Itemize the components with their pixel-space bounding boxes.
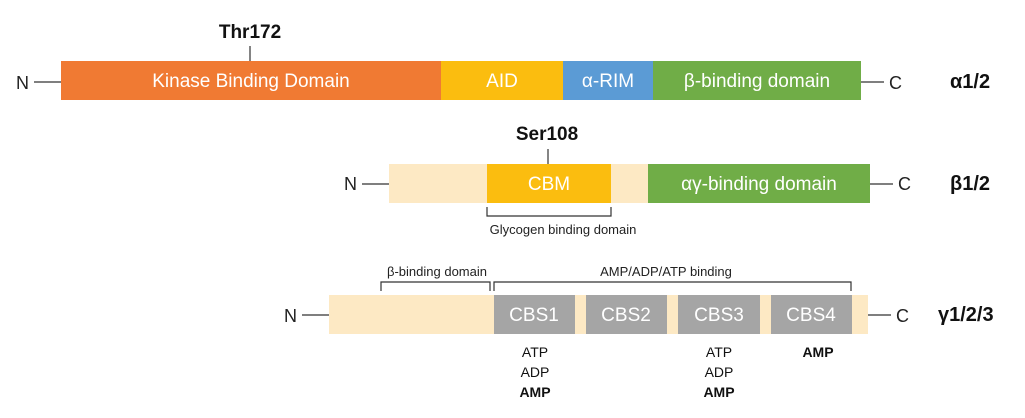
alpha-aid-domain — [441, 61, 563, 100]
gamma-beta-binding-bracket — [380, 281, 491, 291]
beta-glycogen-bracket — [486, 207, 612, 217]
gamma-cbs1-domain — [494, 295, 575, 334]
alpha-kinase-label: Kinase Binding Domain — [152, 71, 350, 92]
gamma-beta-binding-label: β-binding domain — [387, 264, 487, 279]
gamma-cbs4-label: CBS4 — [786, 305, 836, 326]
gamma-cbs2-domain — [586, 295, 667, 334]
beta-ag-binding-domain — [648, 164, 870, 203]
gamma-subunit-label: γ1/2/3 — [938, 304, 994, 326]
gamma-cbs1-label: CBS1 — [509, 305, 559, 326]
alpha-thr172-label: Thr172 — [219, 22, 281, 43]
alpha-c-terminus: C — [889, 73, 902, 93]
beta-linker-region — [611, 164, 648, 203]
alpha-rim-label: α-RIM — [582, 71, 634, 92]
alpha-subunit-label: α1/2 — [950, 71, 990, 93]
gamma-nucleotide-label: AMP/ADP/ATP binding — [600, 264, 732, 279]
beta-subunit-label: β1/2 — [950, 173, 990, 195]
cbs1-ligand-adp: ADP — [521, 364, 550, 380]
gamma-cbs3-label: CBS3 — [694, 305, 744, 326]
alpha-rim-domain — [563, 61, 653, 100]
beta-ag-binding-label: αγ-binding domain — [681, 174, 837, 195]
cbs1-ligand-amp: AMP — [519, 384, 550, 400]
beta-cbm-domain — [487, 164, 611, 203]
cbs3-ligand-atp: ATP — [706, 344, 732, 360]
beta-ser108-label: Ser108 — [516, 124, 578, 145]
alpha-n-terminus: N — [16, 73, 29, 93]
gamma-subunit: N CBS1 CBS2 CBS3 CBS4 C β-binding domain… — [284, 264, 994, 400]
gamma-c-terminus: C — [896, 306, 909, 326]
beta-cbm-label: CBM — [528, 174, 570, 195]
gamma-cbs4-domain — [771, 295, 852, 334]
cbs3-ligand-amp: AMP — [703, 384, 734, 400]
cbs1-ligand-atp: ATP — [522, 344, 548, 360]
beta-n-region — [389, 164, 487, 203]
beta-c-terminus: C — [898, 174, 911, 194]
beta-n-terminus: N — [344, 174, 357, 194]
gamma-cbs3-domain — [678, 295, 760, 334]
alpha-beta-binding-label: β-binding domain — [684, 71, 830, 92]
beta-subunit: N CBM αγ-binding domain C Ser108 Glycoge… — [344, 124, 990, 237]
gamma-n-terminus: N — [284, 306, 297, 326]
alpha-beta-binding-domain — [653, 61, 861, 100]
beta-glycogen-label: Glycogen binding domain — [490, 222, 637, 237]
cbs3-ligand-adp: ADP — [705, 364, 734, 380]
gamma-nucleotide-bracket — [493, 281, 852, 291]
alpha-subunit: N Kinase Binding Domain AID α-RIM β-bind… — [16, 22, 990, 100]
gamma-cbs2-label: CBS2 — [601, 305, 651, 326]
cbs4-ligand-amp: AMP — [802, 344, 833, 360]
alpha-aid-label: AID — [486, 71, 518, 92]
alpha-kinase-domain — [61, 61, 441, 100]
